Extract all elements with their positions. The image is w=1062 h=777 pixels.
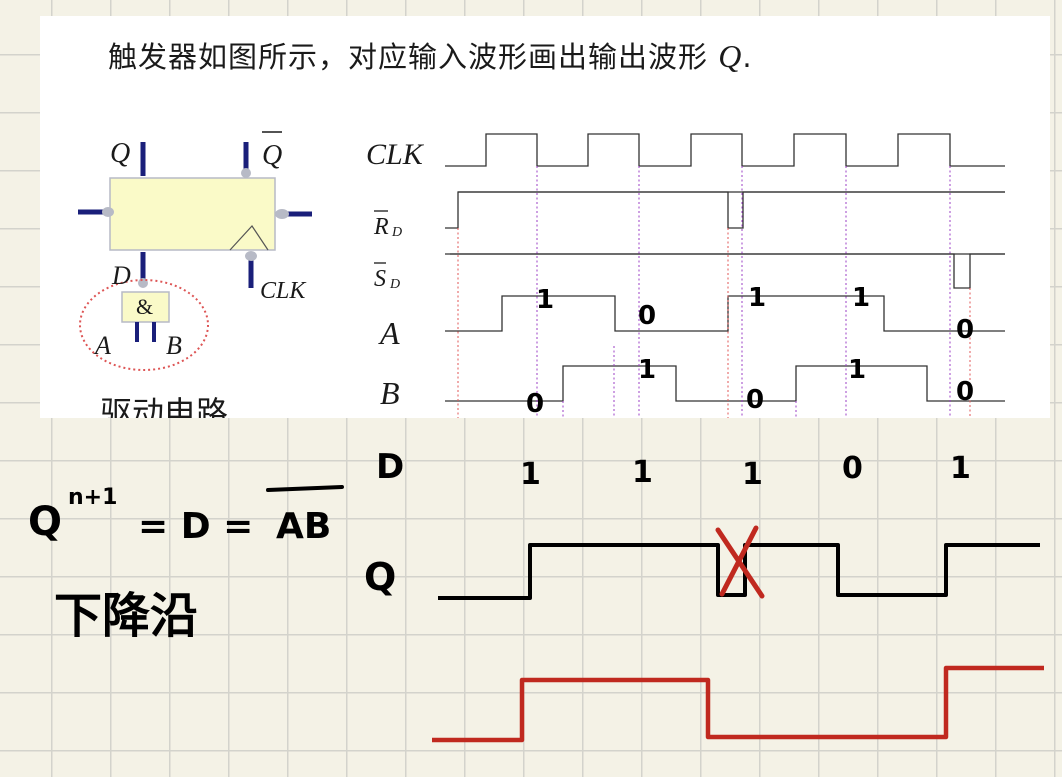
- svg-text:1: 1: [848, 355, 866, 385]
- b-row-label: B: [380, 375, 400, 411]
- d-values: 1 1 1 0 1: [520, 451, 971, 492]
- d-row-label: D: [376, 447, 404, 487]
- b-input-label: B: [166, 331, 182, 360]
- equation-rest: = D =: [138, 506, 253, 547]
- b-waveform: [445, 365, 1005, 402]
- svg-text:0: 0: [746, 385, 764, 415]
- a-row-label: A: [378, 315, 400, 351]
- svg-text:0: 0: [956, 315, 974, 345]
- rd-row-label: R: [373, 214, 389, 240]
- svg-text:D: D: [389, 277, 400, 292]
- svg-text:D: D: [391, 225, 402, 240]
- svg-text:1: 1: [852, 283, 870, 313]
- equation-overbar: [266, 485, 344, 492]
- flip-flop-diagram: Q Q D CLK & A B 驱动电路 CLK R D S D A B: [78, 131, 1005, 418]
- flip-flop-symbol: [78, 142, 312, 371]
- svg-text:0: 0: [956, 377, 974, 407]
- svg-text:0: 0: [638, 301, 656, 331]
- clk-waveform: [445, 133, 1005, 167]
- a-input-label: A: [93, 331, 111, 360]
- q-draft-waveform: [438, 543, 1040, 600]
- falling-edge-note: 下降沿: [54, 588, 198, 644]
- clk-pin-label: CLK: [260, 278, 307, 304]
- circuit-caption: 驱动电路: [100, 394, 228, 418]
- svg-text:1: 1: [536, 285, 554, 315]
- svg-text:0: 0: [842, 451, 863, 486]
- clk-row-label: CLK: [366, 138, 425, 171]
- b-handwritten-marks: 0 1 0 1 0: [526, 355, 974, 418]
- svg-text:1: 1: [950, 451, 971, 486]
- svg-text:1: 1: [520, 457, 541, 492]
- textbook-figure: 触发器如图所示，对应输入波形画出输出波形 Q. Q Q D CLK &: [40, 16, 1050, 418]
- sd-row-label: S: [374, 266, 386, 292]
- qbar-output-label: Q: [262, 140, 282, 171]
- svg-text:1: 1: [742, 457, 763, 492]
- question-title: 触发器如图所示，对应输入波形画出输出波形 Q.: [108, 38, 753, 74]
- d-input-label: D: [111, 261, 131, 290]
- equation-q: Q: [28, 499, 62, 545]
- a-waveform: [445, 295, 1005, 332]
- sd-waveform: [445, 253, 1005, 289]
- svg-text:1: 1: [638, 355, 656, 385]
- svg-text:0: 0: [526, 389, 544, 418]
- rd-waveform: [445, 191, 1005, 229]
- svg-text:1: 1: [748, 283, 766, 313]
- equation-superscript: n+1: [68, 485, 117, 510]
- equation-ab: AB: [276, 506, 331, 547]
- cross-out-mark: [715, 525, 765, 599]
- a-handwritten-marks: 1 0 1 1 0: [536, 283, 974, 345]
- q-output-row-label: Q: [364, 555, 396, 599]
- q-corrected-waveform: [432, 665, 1044, 743]
- and-gate-label: &: [136, 294, 153, 319]
- svg-text:1: 1: [632, 455, 653, 490]
- guide-dashes: [457, 166, 971, 418]
- q-output-label: Q: [110, 138, 130, 169]
